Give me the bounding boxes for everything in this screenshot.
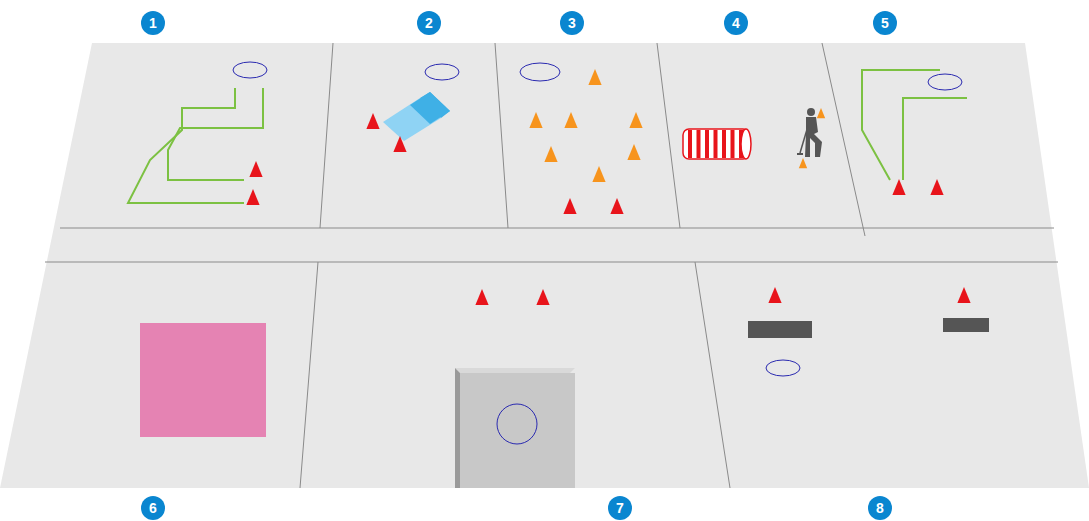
- cone: [536, 289, 549, 305]
- box: [455, 368, 575, 488]
- cone: [393, 136, 406, 152]
- callout-number: 7: [608, 496, 632, 520]
- callout-number: 3: [560, 11, 584, 35]
- cone: [475, 289, 488, 305]
- callout-number: 4: [724, 11, 748, 35]
- mat: [140, 323, 266, 437]
- green-path-lines: [128, 70, 967, 203]
- cone: [629, 112, 642, 128]
- cone: [246, 189, 259, 205]
- cone: [366, 113, 379, 129]
- cone: [892, 179, 905, 195]
- slide: [383, 92, 450, 141]
- station-dividers: [45, 43, 1058, 488]
- target-hoops: [233, 62, 962, 376]
- cone: [610, 198, 623, 214]
- cone: [768, 287, 781, 303]
- cone: [564, 112, 577, 128]
- callout-number: 1: [141, 11, 165, 35]
- callout-number: 6: [141, 496, 165, 520]
- cone: [799, 158, 807, 168]
- cones: [246, 69, 970, 305]
- cone: [627, 144, 640, 160]
- cone: [957, 287, 970, 303]
- cone: [249, 161, 262, 177]
- callout-number: 8: [868, 496, 892, 520]
- cone: [588, 69, 601, 85]
- cone: [529, 112, 542, 128]
- tunnel: [683, 129, 751, 159]
- cone: [544, 146, 557, 162]
- cone: [817, 108, 825, 118]
- callout-number: 2: [417, 11, 441, 35]
- cone: [930, 179, 943, 195]
- balance-beams: [748, 318, 989, 338]
- callout-number: 5: [873, 11, 897, 35]
- floor: [0, 43, 1089, 488]
- cone: [592, 166, 605, 182]
- cone: [563, 198, 576, 214]
